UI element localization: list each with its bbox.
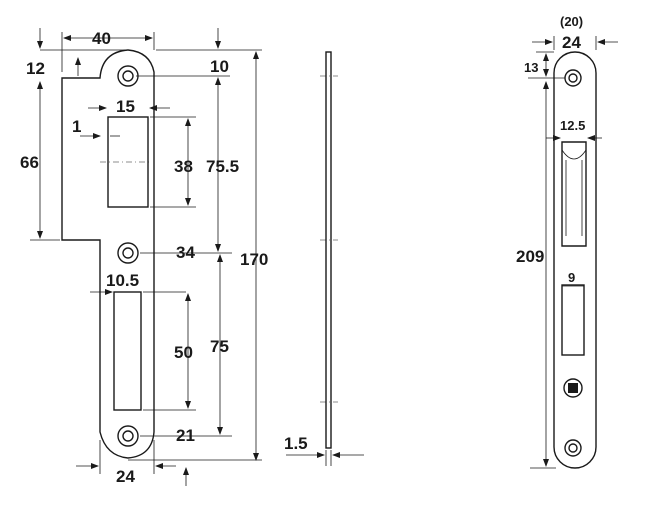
dim-170: 170 [240,250,268,269]
screw-hole-top [117,65,139,87]
dim-40: 40 [92,29,111,48]
dim-209: 209 [516,247,544,266]
dim-21: 21 [176,426,195,445]
screw-hole-bottom [117,425,139,447]
dim-20-alt: (20) [560,14,583,29]
dim-75-5: 75.5 [206,157,239,176]
dim-1-5: 1.5 [284,434,308,453]
dim-13: 13 [524,60,538,75]
dim-10: 10 [210,57,229,76]
plate-side [325,51,332,449]
dim-24-bottom: 24 [116,467,135,486]
dim-9: 9 [568,270,575,285]
faceplate-hole-top [564,69,582,87]
dim-24-right: 24 [562,33,581,52]
dim-66: 66 [20,153,39,172]
side-view: 1.5 [284,51,364,466]
dim-1: 1 [72,117,81,136]
dim-75: 75 [210,337,229,356]
latch-window [561,141,587,247]
right-view: (20) 24 13 12.5 209 9 [516,14,618,469]
screw-hole-middle [117,242,139,264]
faceplate-outline [553,51,597,469]
dim-10-5: 10.5 [106,271,139,290]
dim-12: 12 [26,59,45,78]
bolt-window [561,284,585,356]
front-view: 40 12 10 15 1 66 38 75.5 34 [20,28,268,486]
lower-window [113,291,142,411]
plate-outline [61,49,155,459]
dim-15: 15 [116,97,135,116]
dim-34: 34 [176,243,195,262]
dim-50: 50 [174,343,193,362]
dim-12-5: 12.5 [560,118,585,133]
faceplate-hole-bottom [564,439,582,457]
dim-38: 38 [174,157,193,176]
spindle-hole [563,378,583,398]
